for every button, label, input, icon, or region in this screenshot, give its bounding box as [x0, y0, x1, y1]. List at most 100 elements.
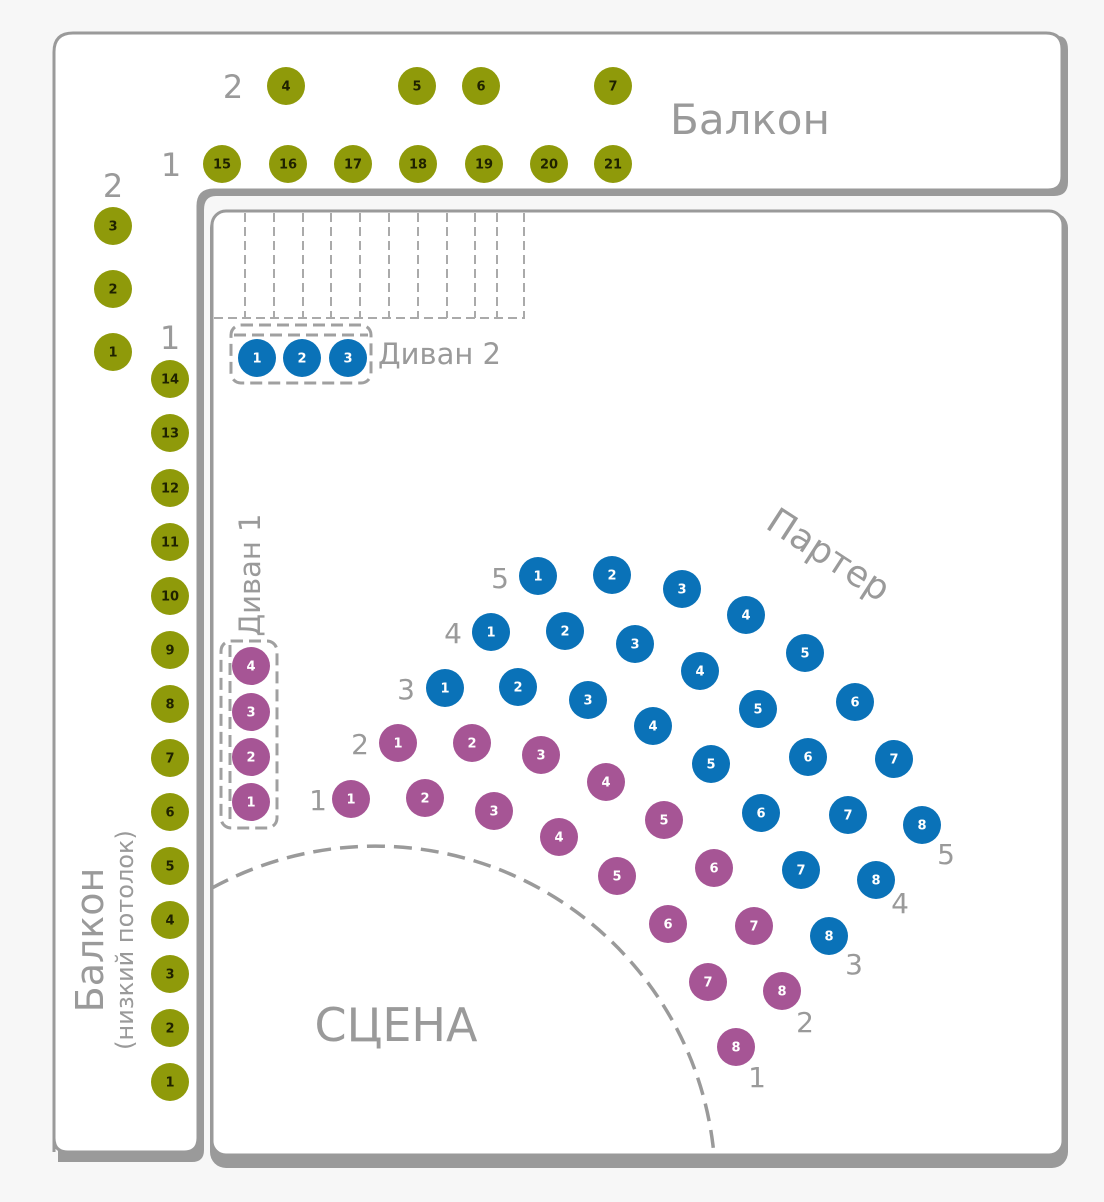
- seat-balcony-top-row2-5[interactable]: 5: [398, 67, 436, 105]
- seat-circle: [151, 847, 189, 885]
- seat-parter-row3-4[interactable]: 4: [634, 707, 672, 745]
- seat-balcony-side-row1-4[interactable]: 4: [151, 901, 189, 939]
- seat-parter-row1-2[interactable]: 2: [406, 779, 444, 817]
- seat-parter-row5-2[interactable]: 2: [593, 556, 631, 594]
- seat-balcony-side-row2-1[interactable]: 1: [94, 333, 132, 371]
- seat-circle: [232, 738, 270, 776]
- seat-parter-row4-5[interactable]: 5: [739, 690, 777, 728]
- seat-balcony-top-row1-20[interactable]: 20: [530, 145, 568, 183]
- seat-parter-row1-8[interactable]: 8: [717, 1028, 755, 1066]
- seat-circle: [151, 1009, 189, 1047]
- seat-balcony-top-row1-15[interactable]: 15: [203, 145, 241, 183]
- seat-parter-row4-8[interactable]: 8: [857, 861, 895, 899]
- seat-balcony-top-row1-19[interactable]: 19: [465, 145, 503, 183]
- seat-balcony-side-row1-1[interactable]: 1: [151, 1063, 189, 1101]
- seat-number: 4: [281, 80, 290, 95]
- seat-parter-row2-1[interactable]: 1: [379, 724, 417, 762]
- seat-parter-row5-6[interactable]: 6: [836, 683, 874, 721]
- seat-parter-row3-8[interactable]: 8: [810, 917, 848, 955]
- seat-balcony-top-row2-7[interactable]: 7: [594, 67, 632, 105]
- seat-parter-row1-5[interactable]: 5: [598, 857, 636, 895]
- seat-parter-row5-8[interactable]: 8: [903, 806, 941, 844]
- seat-balcony-top-row2-6[interactable]: 6: [462, 67, 500, 105]
- seat-circle: [786, 634, 824, 672]
- seat-balcony-side-row2-3[interactable]: 3: [94, 207, 132, 245]
- seat-parter-row5-1[interactable]: 1: [519, 557, 557, 595]
- seat-parter-row4-1[interactable]: 1: [472, 613, 510, 651]
- seat-balcony-side-row1-2[interactable]: 2: [151, 1009, 189, 1047]
- seat-number: 2: [246, 751, 255, 766]
- seat-number: 5: [165, 860, 174, 875]
- seat-number: 4: [648, 720, 657, 735]
- seat-divan1-4[interactable]: 4: [232, 647, 270, 685]
- seat-parter-row2-3[interactable]: 3: [522, 736, 560, 774]
- seat-parter-row2-8[interactable]: 8: [763, 972, 801, 1010]
- seat-parter-row1-7[interactable]: 7: [689, 963, 727, 1001]
- seat-parter-row4-6[interactable]: 6: [789, 738, 827, 776]
- seat-parter-row2-2[interactable]: 2: [453, 724, 491, 762]
- seat-parter-row5-7[interactable]: 7: [875, 740, 913, 778]
- seat-circle: [587, 763, 625, 801]
- seat-circle: [689, 963, 727, 1001]
- seat-divan1-3[interactable]: 3: [232, 693, 270, 731]
- seat-balcony-side-row1-10[interactable]: 10: [151, 577, 189, 615]
- seat-parter-row5-4[interactable]: 4: [727, 596, 765, 634]
- seat-circle: [681, 652, 719, 690]
- seat-balcony-side-row1-11[interactable]: 11: [151, 523, 189, 561]
- seat-number: 7: [703, 976, 712, 991]
- seat-balcony-top-row1-17[interactable]: 17: [334, 145, 372, 183]
- seat-parter-row1-1[interactable]: 1: [332, 780, 370, 818]
- seat-divan1-1[interactable]: 1: [232, 783, 270, 821]
- seat-parter-row4-7[interactable]: 7: [829, 796, 867, 834]
- stage-edge: [211, 844, 716, 1156]
- seat-balcony-top-row1-18[interactable]: 18: [399, 145, 437, 183]
- seat-number: 6: [803, 751, 812, 766]
- seat-circle: [663, 570, 701, 608]
- seat-parter-row2-7[interactable]: 7: [735, 907, 773, 945]
- seat-parter-row1-4[interactable]: 4: [540, 818, 578, 856]
- seat-parter-row4-4[interactable]: 4: [681, 652, 719, 690]
- seat-parter-row3-5[interactable]: 5: [692, 745, 730, 783]
- seat-parter-row3-7[interactable]: 7: [782, 851, 820, 889]
- seat-parter-row2-6[interactable]: 6: [695, 849, 733, 887]
- seat-divan1-2[interactable]: 2: [232, 738, 270, 776]
- seat-balcony-side-row1-7[interactable]: 7: [151, 739, 189, 777]
- seat-balcony-side-row1-14[interactable]: 14: [151, 360, 189, 398]
- seat-divan2-3[interactable]: 3: [329, 339, 367, 377]
- seat-balcony-top-row2-4[interactable]: 4: [267, 67, 305, 105]
- seat-circle: [616, 625, 654, 663]
- seat-balcony-side-row1-5[interactable]: 5: [151, 847, 189, 885]
- seat-balcony-top-row1-21[interactable]: 21: [594, 145, 632, 183]
- seat-divan2-2[interactable]: 2: [283, 339, 321, 377]
- seat-balcony-top-row1-16[interactable]: 16: [269, 145, 307, 183]
- seat-parter-row2-4[interactable]: 4: [587, 763, 625, 801]
- seat-balcony-side-row1-13[interactable]: 13: [151, 414, 189, 452]
- seat-circle: [810, 917, 848, 955]
- seat-number: 6: [663, 918, 672, 933]
- seat-number: 1: [486, 626, 495, 641]
- seat-circle: [151, 901, 189, 939]
- seat-number: 7: [608, 80, 617, 95]
- seat-parter-row4-2[interactable]: 2: [546, 612, 584, 650]
- seat-divan2-1[interactable]: 1: [238, 339, 276, 377]
- seat-balcony-side-row1-8[interactable]: 8: [151, 685, 189, 723]
- seat-number: 1: [393, 737, 402, 752]
- seat-balcony-side-row1-12[interactable]: 12: [151, 469, 189, 507]
- seat-parter-row1-6[interactable]: 6: [649, 905, 687, 943]
- seat-balcony-side-row2-2[interactable]: 2: [94, 270, 132, 308]
- seat-circle: [267, 67, 305, 105]
- seat-balcony-side-row1-6[interactable]: 6: [151, 793, 189, 831]
- seat-parter-row5-3[interactable]: 3: [663, 570, 701, 608]
- seat-parter-row3-2[interactable]: 2: [499, 668, 537, 706]
- row-label-left: 5: [491, 562, 509, 595]
- seat-parter-row3-6[interactable]: 6: [742, 794, 780, 832]
- seat-parter-row5-5[interactable]: 5: [786, 634, 824, 672]
- seat-parter-row2-5[interactable]: 5: [645, 801, 683, 839]
- seat-balcony-side-row1-3[interactable]: 3: [151, 955, 189, 993]
- seat-parter-row3-3[interactable]: 3: [569, 681, 607, 719]
- seat-parter-row4-3[interactable]: 3: [616, 625, 654, 663]
- seat-parter-row1-3[interactable]: 3: [475, 792, 513, 830]
- seat-parter-row3-1[interactable]: 1: [426, 669, 464, 707]
- seat-number: 5: [800, 647, 809, 662]
- seat-balcony-side-row1-9[interactable]: 9: [151, 631, 189, 669]
